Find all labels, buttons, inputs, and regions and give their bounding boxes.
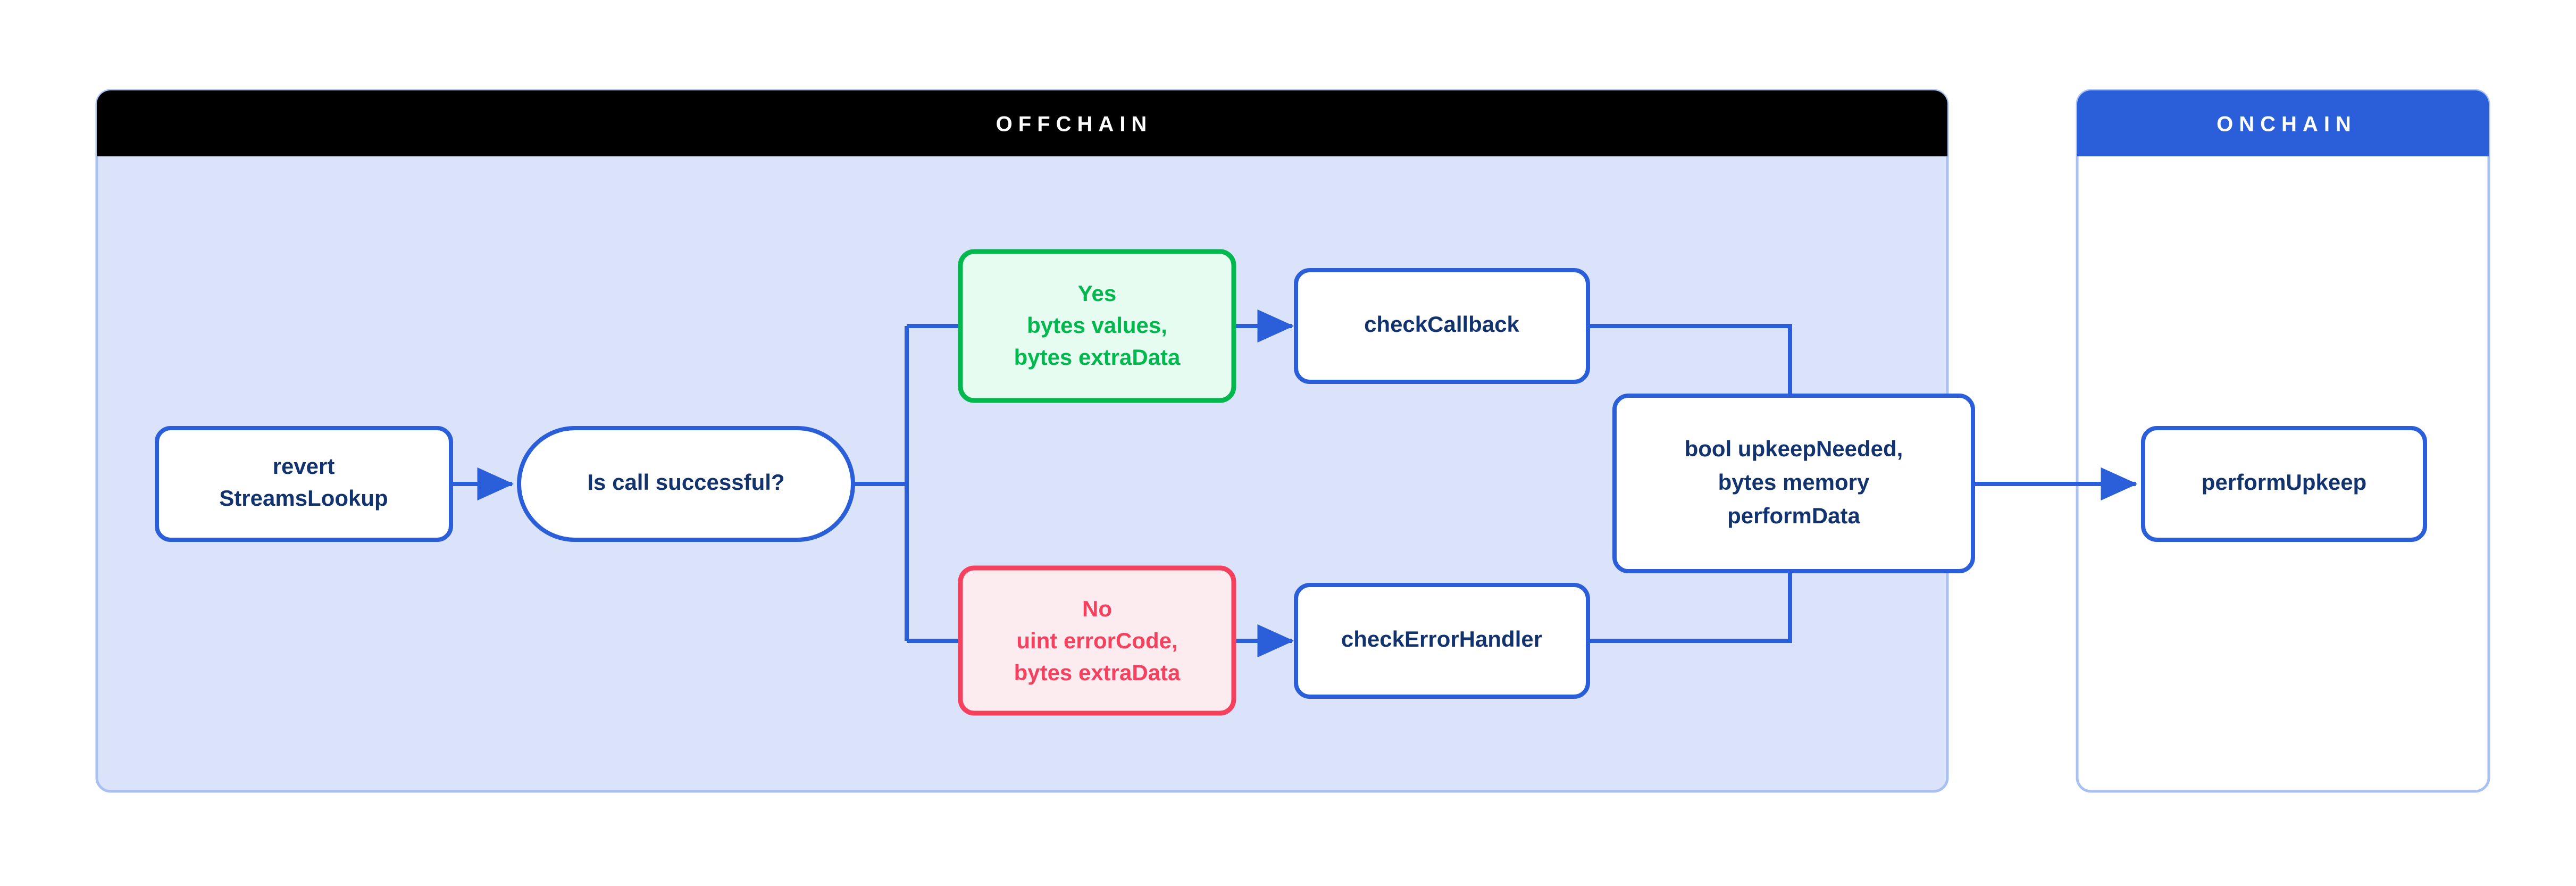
node-yes-branch-shape (958, 249, 1236, 403)
node-upkeep-needed-line-1: bool upkeepNeeded, (1685, 436, 1903, 461)
node-perform-upkeep-label: performUpkeep (2202, 470, 2366, 495)
node-is-call-successful-shape (517, 426, 855, 542)
node-upkeep-needed-line-2: bytes memory (1718, 470, 1870, 495)
onchain-panel-title: ONCHAIN (2217, 113, 2357, 136)
node-perform-upkeep-shape (2141, 426, 2427, 542)
node-is-call-successful-label: Is call successful? (587, 470, 784, 495)
node-yes-branch-line-1: Yes (1078, 281, 1116, 306)
edge-checkerrorhandler-to-upkeep (1588, 570, 1792, 643)
node-revert-streamslookup[interactable]: revert StreamsLookup (155, 426, 453, 542)
node-check-error-handler-label: checkErrorHandler (1341, 626, 1542, 651)
edges-layer (453, 309, 2138, 658)
node-revert-streamslookup-shape (155, 426, 453, 542)
node-no-branch-line-1: No (1082, 596, 1112, 621)
node-check-error-handler-shape (1294, 583, 1590, 699)
node-check-callback-label: checkCallback (1364, 312, 1519, 337)
node-upkeep-needed[interactable]: bool upkeepNeeded, bytes memory performD… (1612, 394, 1975, 573)
node-revert-streamslookup-line-2: StreamsLookup (219, 486, 388, 511)
node-no-branch[interactable]: No uint errorCode, bytes extraData (958, 565, 1236, 716)
node-no-branch-shape (958, 565, 1236, 716)
node-check-callback-shape (1294, 268, 1590, 384)
node-no-branch-line-2: uint errorCode, (1016, 628, 1177, 653)
node-no-branch-line-3: bytes extraData (1014, 660, 1181, 685)
node-upkeep-needed-shape (1612, 394, 1975, 573)
node-check-error-handler[interactable]: checkErrorHandler (1294, 583, 1590, 699)
offchain-panel-header (97, 90, 1947, 156)
offchain-panel-title: OFFCHAIN (996, 113, 1153, 136)
node-is-call-successful[interactable]: Is call successful? (517, 426, 855, 542)
node-upkeep-needed-line-3: performData (1727, 503, 1860, 528)
onchain-panel-header (2077, 90, 2489, 156)
node-check-callback[interactable]: checkCallback (1294, 268, 1590, 384)
node-revert-streamslookup-line-1: revert (273, 454, 335, 479)
node-yes-branch-line-2: bytes values, (1027, 313, 1167, 338)
node-perform-upkeep[interactable]: performUpkeep (2141, 426, 2427, 542)
node-yes-branch-line-3: bytes extraData (1014, 345, 1181, 370)
node-yes-branch[interactable]: Yes bytes values, bytes extraData (958, 249, 1236, 403)
edge-checkcallback-to-upkeep (1588, 324, 1792, 396)
